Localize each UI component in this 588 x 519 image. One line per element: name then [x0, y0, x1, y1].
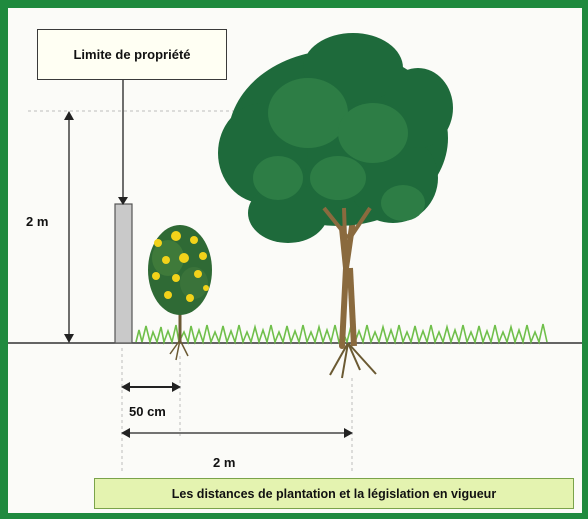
grass — [135, 323, 548, 346]
diagram-artwork — [8, 33, 582, 473]
height-arrow-bottom — [64, 334, 74, 343]
tree-distance-arrow-right — [344, 428, 353, 438]
post-pointer-arrowhead — [118, 197, 128, 205]
shrub-distance-arrow-right — [172, 382, 181, 392]
height-label: 2 m — [26, 214, 49, 229]
tree-distance-arrow-left — [121, 428, 130, 438]
caption: Les distances de plantation et la législ… — [94, 478, 574, 509]
diagram-frame: Limite de propriété 2 m 50 cm 2 m Les di… — [8, 8, 582, 513]
tree-distance-label: 2 m — [213, 455, 236, 470]
shrub — [148, 225, 212, 361]
height-arrow-top — [64, 111, 74, 120]
tree — [218, 33, 453, 379]
property-post — [114, 203, 133, 344]
property-limit-label: Limite de propriété — [37, 29, 227, 80]
shrub-distance-arrow-left — [121, 382, 130, 392]
shrub-distance-label: 50 cm — [129, 404, 166, 419]
